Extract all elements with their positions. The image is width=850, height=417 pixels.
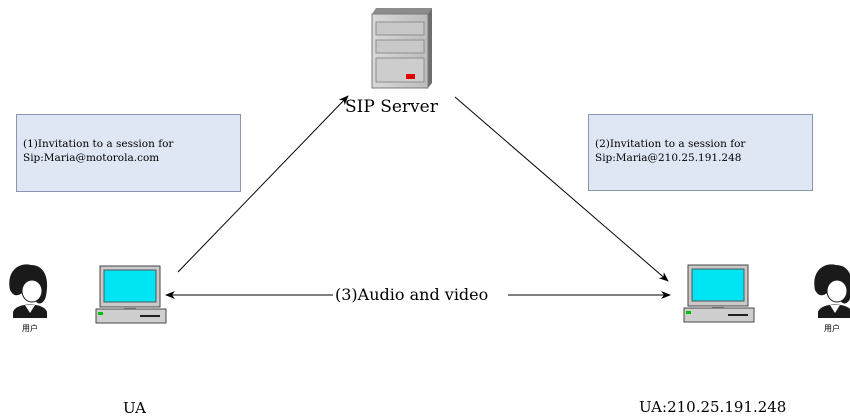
ua-label-right: UA:210.25.191.248 xyxy=(639,398,787,416)
note-1-line2: Sip:Maria@motorola.com xyxy=(23,152,160,164)
computer-icon-left xyxy=(95,265,167,324)
ua-label-left: UA xyxy=(123,399,147,417)
note-2-line2: Sip:Maria@210.25.191.248 xyxy=(595,152,742,164)
note-invitation-2: (2)Invitation to a session for Sip:Maria… xyxy=(588,114,813,191)
note-2-line1: (2)Invitation to a session for xyxy=(595,138,746,150)
note-1-line1: (1)Invitation to a session for xyxy=(23,138,174,150)
user-caption-right: 用户 xyxy=(824,324,840,333)
user-caption-left: 用户 xyxy=(22,324,38,333)
server-label: SIP Server xyxy=(345,97,438,117)
arrow-server-to-ua xyxy=(454,96,669,282)
user-icon-left xyxy=(9,264,48,318)
note-invitation-1: (1)Invitation to a session for Sip:Maria… xyxy=(16,114,241,192)
media-label: (3)Audio and video xyxy=(333,285,491,304)
user-icon-right xyxy=(814,264,850,318)
computer-icon-right xyxy=(683,264,755,323)
server-icon xyxy=(371,8,432,89)
arrow-ua-to-server xyxy=(177,95,349,273)
